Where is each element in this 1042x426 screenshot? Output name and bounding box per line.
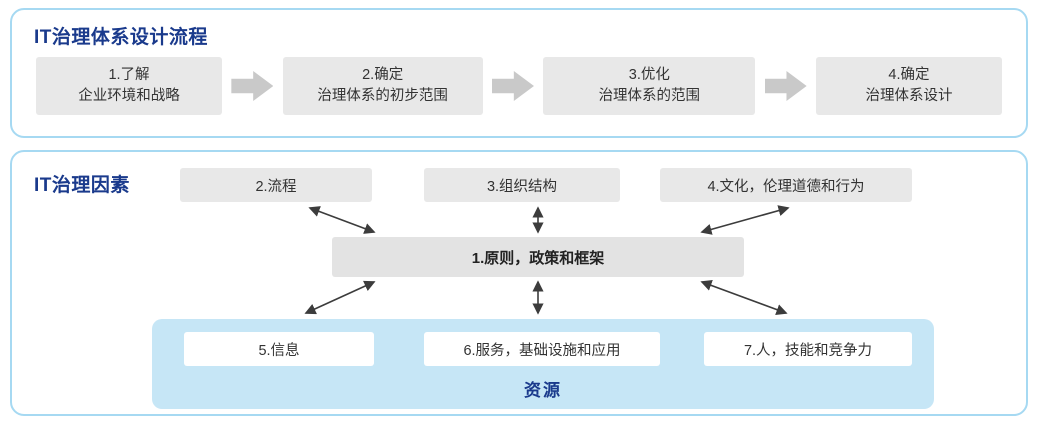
arrow-center-to-culture: [700, 205, 790, 235]
right-arrow-icon: [491, 71, 534, 101]
governance-factors-title: IT治理因素: [34, 175, 130, 196]
flow-step-1-line1: 1.了解: [108, 66, 150, 83]
process-flow-row: 1.了解 企业环境和战略 2.确定 治理体系的初步范围 3.优化 治理体系的范围…: [36, 56, 1002, 116]
resource-information: 5.信息: [184, 332, 374, 366]
arrow-center-to-process: [308, 206, 376, 234]
resource-people: 7.人，技能和竞争力: [704, 332, 912, 366]
resource-services: 6.服务，基础设施和应用: [424, 332, 660, 366]
resource-area: 5.信息 6.服务，基础设施和应用 7.人，技能和竞争力 资源: [152, 319, 934, 409]
flow-step-1-line2: 企业环境和战略: [78, 88, 180, 104]
arrow-center-to-people: [700, 280, 788, 315]
flow-step-3: 3.优化 治理体系的范围: [543, 57, 756, 115]
governance-factors-panel: IT治理因素 2.流程 3.组织结构 4.文化，伦理道德和行为 1.原则，政策和…: [10, 150, 1028, 416]
flow-step-2: 2.确定 治理体系的初步范围: [282, 57, 483, 115]
factor-structure: 3.组织结构: [424, 168, 620, 202]
flow-step-2-line2: 治理体系的初步范围: [317, 88, 448, 104]
flow-step-4-line1: 4.确定: [888, 66, 930, 83]
arrow-center-to-info: [304, 280, 376, 315]
flow-step-4: 4.确定 治理体系设计: [815, 57, 1002, 115]
right-arrow-icon: [764, 71, 807, 101]
flow-step-2-line1: 2.确定: [362, 66, 404, 83]
right-arrow-icon: [231, 71, 274, 101]
resource-label: 资源: [524, 381, 562, 400]
flow-step-1: 1.了解 企业环境和战略: [36, 57, 222, 115]
flow-step-3-line2: 治理体系的范围: [598, 88, 701, 104]
flow-step-4-line2: 治理体系设计: [865, 88, 953, 104]
factor-process: 2.流程: [180, 168, 372, 202]
factor-principles-center: 1.原则，政策和框架: [332, 237, 744, 277]
flow-step-3-line1: 3.优化: [628, 66, 670, 83]
process-flow-title: IT治理体系设计流程: [34, 27, 208, 48]
factor-culture: 4.文化，伦理道德和行为: [660, 168, 912, 202]
process-flow-panel: IT治理体系设计流程 1.了解 企业环境和战略 2.确定 治理体系的初步范围 3…: [10, 8, 1028, 138]
